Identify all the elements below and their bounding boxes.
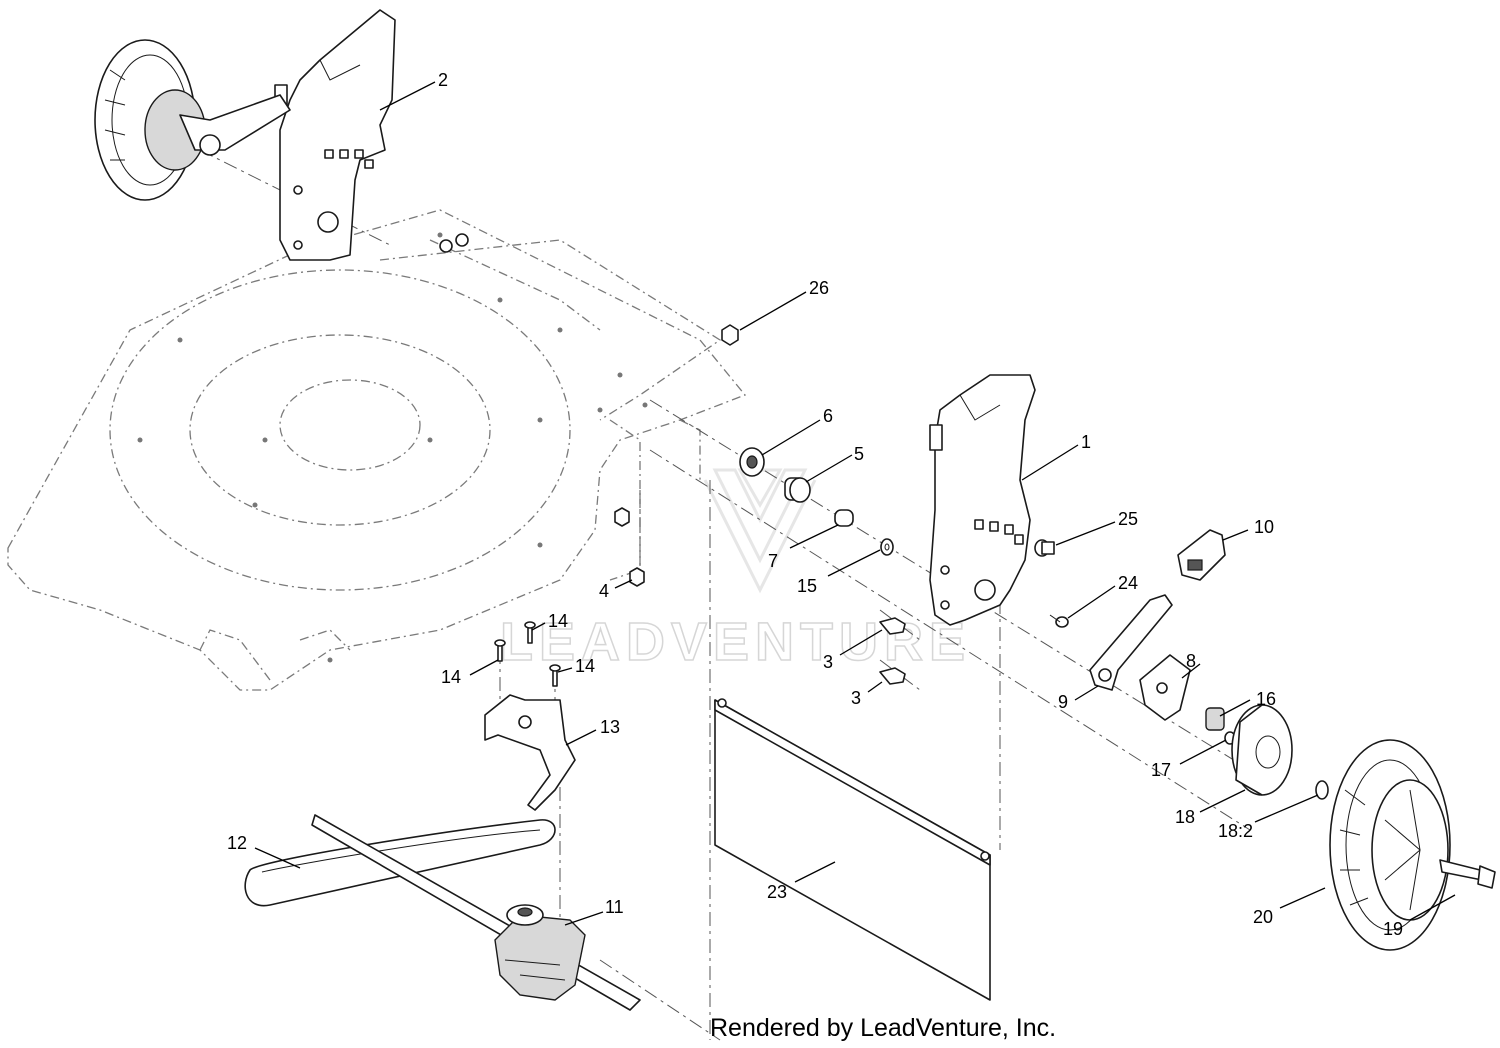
callouts: 2 26 6 5 1 25 10 7 15 4 24 3 3 14 14 14 … (227, 70, 1403, 939)
part-16-gear (1205, 707, 1225, 731)
callout-14c: 14 (575, 656, 595, 676)
callout-13: 13 (600, 717, 620, 737)
callout-1: 1 (1081, 432, 1091, 452)
part-19-axle-bolt (1439, 859, 1496, 889)
part-6-bushing (739, 447, 765, 477)
part-14-screws (494, 621, 561, 687)
callout-24: 24 (1118, 573, 1138, 593)
part-15-washer (880, 538, 894, 556)
callout-9: 9 (1058, 692, 1068, 712)
callout-11: 11 (605, 897, 624, 917)
callout-2: 2 (438, 70, 448, 90)
part-8-plate (1139, 654, 1191, 721)
callout-26: 26 (809, 278, 829, 298)
part-10-adjuster-knob (1177, 529, 1226, 581)
part-26-nut (721, 324, 739, 346)
part-7-spacer (834, 509, 854, 527)
rear-wheel-left (94, 39, 291, 201)
part-3-bolts (879, 617, 906, 685)
callout-25: 25 (1118, 509, 1138, 529)
callout-10: 10 (1254, 517, 1274, 537)
callout-18: 18 (1175, 807, 1195, 827)
part-1-height-adjuster-right (929, 374, 1036, 626)
callout-17: 17 (1151, 760, 1171, 780)
callout-7: 7 (768, 551, 778, 571)
part-18-hub (1231, 704, 1293, 796)
callout-18-2: 18:2 (1218, 821, 1253, 841)
callout-4: 4 (599, 581, 609, 601)
callout-19: 19 (1383, 919, 1403, 939)
callout-14a: 14 (441, 667, 461, 687)
part-24-screw (1049, 614, 1069, 628)
callout-5: 5 (854, 444, 864, 464)
mower-deck (7, 209, 747, 691)
callout-3b: 3 (851, 688, 861, 708)
part-25-plug (1034, 539, 1055, 557)
part-20-wheel (1329, 739, 1451, 951)
callout-6: 6 (823, 406, 833, 426)
callout-8: 8 (1186, 651, 1196, 671)
callout-3a: 3 (823, 652, 833, 672)
callout-14b: 14 (548, 611, 568, 631)
part-11-transmission (494, 904, 586, 1001)
callout-15: 15 (797, 576, 817, 596)
callout-23: 23 (767, 882, 787, 902)
part-18-2-washer (1315, 780, 1329, 800)
callout-12: 12 (227, 833, 247, 853)
footer-credit: Rendered by LeadVenture, Inc. (710, 1014, 1056, 1042)
part-5-bushing (784, 477, 811, 503)
part-4-nuts (614, 507, 645, 587)
callout-16: 16 (1256, 689, 1276, 709)
part-2-height-adjuster-left (274, 9, 396, 261)
leader-lines (254, 81, 1456, 926)
part-13-bracket (484, 694, 576, 811)
part-23-rear-flap (714, 698, 991, 1001)
callout-20: 20 (1253, 907, 1273, 927)
